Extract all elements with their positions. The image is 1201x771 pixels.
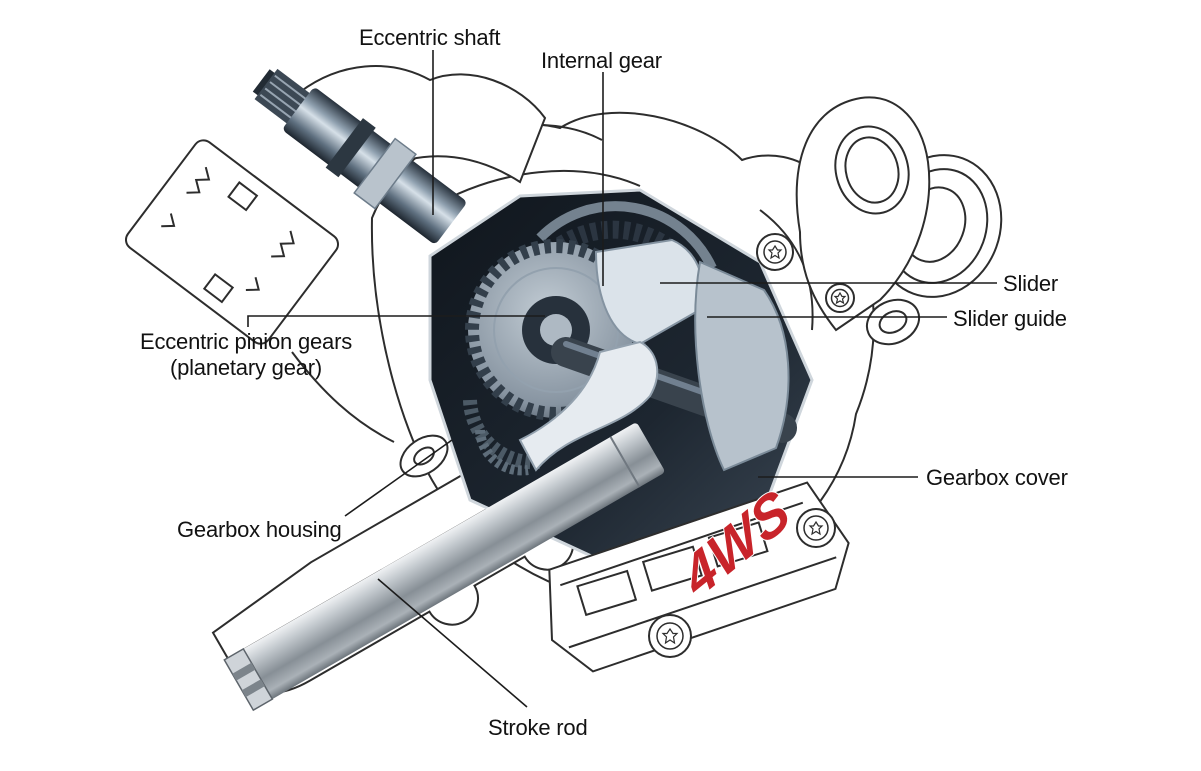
bolt-icon [796, 508, 836, 548]
leader-lines [247, 50, 997, 708]
eccentric-shaft-part [252, 68, 466, 244]
slider-arm-part [518, 340, 659, 472]
internal-gear-part [536, 201, 717, 290]
bolt-icon [648, 614, 692, 658]
housing-ear-lug [399, 434, 449, 478]
label-text: Eccentric pinion gears [139, 329, 353, 354]
label-subtext: (planetary gear) [169, 355, 323, 380]
label-text: Stroke rod [488, 715, 588, 740]
leader-eccentric-pinion-gears [247, 315, 545, 327]
label-gearbox-housing: Gearbox housing [177, 517, 342, 543]
slider-part [594, 238, 704, 346]
mounting-arm-outline [795, 96, 931, 346]
leader-stroke-rod [377, 578, 528, 708]
slider-guide-part [694, 260, 790, 472]
label-eccentric-shaft: Eccentric shaft [359, 25, 500, 51]
label-text: Slider guide [953, 306, 1067, 331]
label-internal-gear: Internal gear [541, 48, 662, 74]
stroke-rod-part [223, 423, 665, 712]
label-text: Slider [1003, 271, 1059, 296]
label-text: Eccentric shaft [359, 25, 501, 50]
leader-gearbox-housing [344, 439, 453, 517]
bolt-icon [756, 233, 794, 271]
label-slider-guide: Slider guide [953, 306, 1067, 332]
label-slider: Slider [1003, 271, 1058, 297]
label-text: Internal gear [541, 48, 662, 73]
bolt-icons [648, 233, 855, 658]
bolt-icon [825, 283, 855, 313]
label-text: Gearbox housing [177, 517, 342, 542]
gearbox-cover-part [548, 481, 850, 673]
label-text: Gearbox cover [926, 465, 1068, 490]
label-eccentric-pinion-gears: Eccentric pinion gears (planetary gear) [131, 329, 361, 381]
label-stroke-rod: Stroke rod [488, 715, 588, 741]
label-gearbox-cover: Gearbox cover [926, 465, 1068, 491]
